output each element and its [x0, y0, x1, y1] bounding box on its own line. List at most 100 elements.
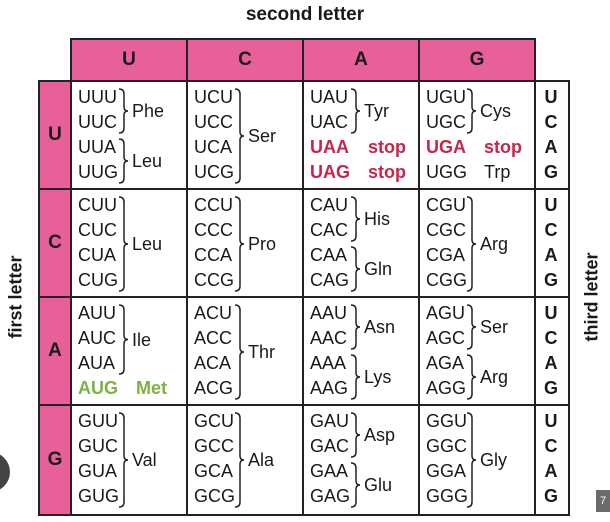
codon-ggg: GGG: [426, 486, 469, 506]
amino-acid-label: Gln: [364, 259, 393, 279]
amino-acid-label: Phe: [132, 101, 165, 121]
codon-cell: [418, 296, 536, 406]
codon-cell: [418, 404, 536, 516]
circle-decoration: [0, 452, 10, 492]
brace: [466, 196, 477, 292]
codon-uug: UUG: [78, 162, 118, 182]
codon-agg: AGG: [426, 378, 467, 398]
codon-ugg: UGG: [426, 162, 468, 182]
codon-agu: AGU: [426, 303, 466, 323]
codon-auu: AUU: [78, 303, 117, 323]
brace: [350, 246, 361, 292]
third-letter-block: [534, 296, 570, 406]
third-letter-C: C: [544, 328, 558, 348]
codon-uaa: UAA: [310, 137, 349, 157]
second-letter-G: G: [418, 38, 536, 82]
brace: [118, 138, 129, 184]
codon-gug: GUG: [78, 486, 120, 506]
codon-gca: GCA: [194, 461, 234, 481]
codon-gcg: GCG: [194, 486, 236, 506]
codon-uua: UUA: [78, 137, 117, 157]
amino-acid-label: Gly: [480, 450, 507, 470]
third-letter-C: C: [544, 436, 558, 456]
amino-acid-label: Val: [132, 450, 157, 470]
brace: [118, 304, 129, 375]
codon-gga: GGA: [426, 461, 467, 481]
codon-acu: ACU: [194, 303, 233, 323]
third-letter-A: A: [544, 245, 558, 265]
codon-uga: UGA: [426, 137, 466, 157]
codon-uac: UAC: [310, 112, 349, 132]
codon-cell: [302, 80, 420, 190]
third-letter-U: U: [544, 87, 558, 107]
third-letter-block: [534, 404, 570, 516]
third-letter-A: A: [544, 353, 558, 373]
codon-cgc: CGC: [426, 220, 466, 240]
codon-uag: UAG: [310, 162, 350, 182]
codon-cua: CUA: [78, 245, 117, 265]
codon-ccc: CCC: [194, 220, 233, 240]
codon-uca: UCA: [194, 137, 233, 157]
codon-agc: AGC: [426, 328, 466, 348]
second-letter-U: U: [70, 38, 188, 82]
third-letter-C: C: [544, 112, 558, 132]
brace: [350, 304, 361, 350]
codon-ugc: UGC: [426, 112, 466, 132]
third-letter-C: C: [544, 220, 558, 240]
amino-acid-label: stop: [368, 162, 406, 182]
codon-cca: CCA: [194, 245, 233, 265]
brace: [118, 196, 129, 292]
codon-aca: ACA: [194, 353, 232, 373]
codon-cug: CUG: [78, 270, 118, 290]
codon-gag: GAG: [310, 486, 351, 506]
amino-acid-label: Lys: [364, 367, 392, 387]
codon-cell: [186, 404, 304, 516]
codon-cell: [186, 80, 304, 190]
amino-acid-label: Cys: [480, 101, 511, 121]
amino-acid-label: Arg: [480, 234, 509, 254]
codon-caa: CAA: [310, 245, 348, 265]
codon-ccg: CCG: [194, 270, 234, 290]
amino-acid-label: Leu: [132, 234, 163, 254]
third-letter-G: G: [543, 378, 558, 398]
brace: [350, 412, 361, 458]
codon-cell: [70, 188, 188, 298]
codon-aag: AAG: [310, 378, 349, 398]
codon-acc: ACC: [194, 328, 233, 348]
brace: [466, 88, 477, 134]
codon-uuc: UUC: [78, 112, 117, 132]
third-letter-U: U: [544, 303, 558, 323]
brace: [350, 462, 361, 508]
codon-ccu: CCU: [194, 195, 233, 215]
codon-ggu: GGU: [426, 411, 468, 431]
amino-acid-label: Ala: [248, 450, 275, 470]
codon-cell: [302, 296, 420, 406]
codon-cgg: CGG: [426, 270, 468, 290]
third-letter-G: G: [543, 162, 558, 182]
amino-acid-label: Glu: [364, 475, 393, 495]
codon-cell: [418, 188, 536, 298]
codon-uau: UAU: [310, 87, 349, 107]
codon-guc: GUC: [78, 436, 118, 456]
second-letter-label: second letter: [245, 4, 365, 25]
amino-acid-label: Tyr: [364, 101, 389, 121]
brace: [466, 412, 477, 508]
first-letter-C: C: [38, 188, 72, 298]
codon-cga: CGA: [426, 245, 466, 265]
codon-gcu: GCU: [194, 411, 234, 431]
second-letter-A: A: [302, 38, 420, 82]
codon-gau: GAU: [310, 411, 350, 431]
codon-aaa: AAA: [310, 353, 347, 373]
codon-ucu: UCU: [194, 87, 233, 107]
codon-acg: ACG: [194, 378, 234, 398]
third-letter-U: U: [544, 411, 558, 431]
brace: [350, 354, 361, 400]
amino-acid-label: Pro: [248, 234, 277, 254]
codon-gac: GAC: [310, 436, 350, 456]
amino-acid-label: Asn: [364, 317, 396, 337]
codon-cell: [418, 80, 536, 190]
first-letter-U: U: [38, 80, 72, 190]
codon-uuu: UUU: [78, 87, 117, 107]
amino-acid-label: Ile: [132, 329, 152, 350]
